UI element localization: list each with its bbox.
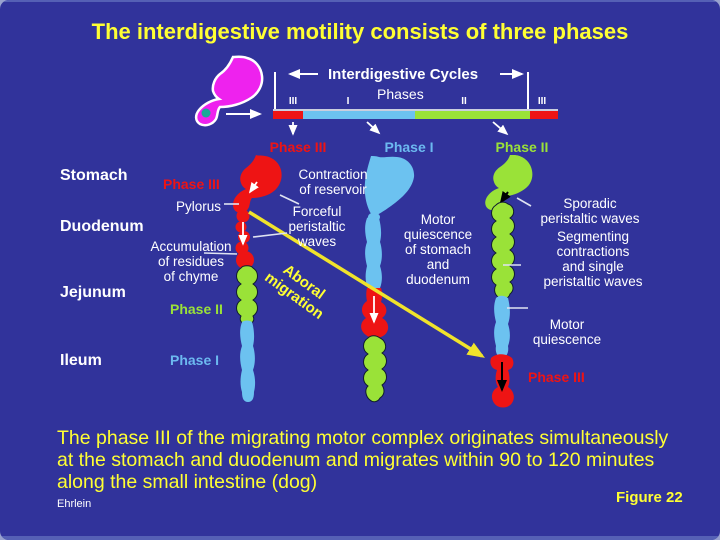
slide-top-border xyxy=(0,0,720,2)
slide-title: The interdigestive motility consists of … xyxy=(91,19,629,44)
bar-segment-phase3b xyxy=(530,111,558,119)
segmenting-annotation: Segmenting contractions and single peris… xyxy=(540,229,646,289)
contraction-line2: of reservoir xyxy=(299,182,367,197)
segmenting-line1: Segmenting xyxy=(556,229,630,244)
sporadic-annotation: Sporadic peristaltic waves xyxy=(537,196,643,226)
forceful-line3: waves xyxy=(297,234,337,249)
jejunum-label: Jejunum xyxy=(60,284,126,301)
pylorus-label: Pylorus xyxy=(176,199,222,214)
phase3-left-label: Phase III xyxy=(163,176,220,192)
accumulation-line2: of residues xyxy=(157,254,225,269)
connector-ticks xyxy=(203,194,532,309)
phase1-left-label: Phase I xyxy=(170,352,220,368)
caption-line2: at the stomach and duodenum and migrates… xyxy=(57,449,655,471)
bar-numeral-3a: III xyxy=(288,96,298,107)
phase2-column-illustration xyxy=(485,155,533,408)
forceful-annotation: Forceful peristaltic waves xyxy=(277,204,357,249)
pylorus-dot-icon xyxy=(201,108,211,118)
bar-numeral-2: II xyxy=(461,96,467,107)
bar-numeral-1: I xyxy=(346,96,350,107)
phase3-top-label: Phase III xyxy=(269,139,327,155)
contraction-annotation: Contraction of reservoir xyxy=(287,167,379,197)
segmenting-line3: and single xyxy=(562,259,624,274)
accumulation-line1: Accumulation xyxy=(150,239,232,254)
motor-right-line1: Motor xyxy=(549,317,585,332)
phase2-top-label: Phase II xyxy=(495,139,549,155)
motor-quiescence-right-annotation: Motor quiescence xyxy=(525,317,609,347)
aboral-migration-arrow-icon xyxy=(248,210,485,358)
phase2-left-label: Phase II xyxy=(170,301,223,317)
bar-segment-phase3 xyxy=(273,111,303,119)
segmenting-line4: peristaltic waves xyxy=(543,274,643,289)
ileum-label: Ileum xyxy=(60,352,102,369)
bar-segment-phase1 xyxy=(303,111,415,119)
accumulation-line3: of chyme xyxy=(163,269,219,284)
motor-mid-line1: Motor xyxy=(420,212,456,227)
sporadic-line2: peristaltic waves xyxy=(540,211,640,226)
motor-quiescence-mid-annotation: Motor quiescence of stomach and duodenum xyxy=(394,212,482,287)
figure-number: Figure 22 xyxy=(616,489,683,506)
phase3-column-illustration xyxy=(233,155,282,402)
phases-subheader: Phases xyxy=(377,86,424,102)
cycle-header: Interdigestive Cycles xyxy=(328,66,479,83)
motor-right-line2: quiescence xyxy=(532,332,602,347)
sporadic-line1: Sporadic xyxy=(563,196,617,211)
author-credit: Ehrlein xyxy=(57,498,92,510)
bar-segment-phase2 xyxy=(415,111,530,119)
motor-mid-line3: of stomach xyxy=(404,242,472,257)
slide-caption: The phase III of the migrating motor com… xyxy=(57,427,668,493)
slide-bottom-border xyxy=(0,536,720,540)
caption-line1: The phase III of the migrating motor com… xyxy=(57,427,669,449)
interdigestive-cycle-bar xyxy=(273,69,558,136)
overview-stomach-illustration xyxy=(194,55,264,127)
phase3-bottom-label: Phase III xyxy=(528,369,585,385)
motor-mid-line2: quiescence xyxy=(403,227,473,242)
duodenum-label: Duodenum xyxy=(60,218,144,235)
segmenting-line2: contractions xyxy=(556,244,630,259)
accumulation-annotation: Accumulation of residues of chyme xyxy=(141,239,241,284)
contraction-line1: Contraction xyxy=(298,167,368,182)
motor-mid-line4: and duodenum xyxy=(406,257,470,287)
forceful-line2: peristaltic xyxy=(288,219,346,234)
forceful-line1: Forceful xyxy=(292,204,342,219)
stomach-label: Stomach xyxy=(60,167,128,184)
bar-numeral-3b: III xyxy=(537,96,547,107)
phase1-top-label: Phase I xyxy=(384,139,434,155)
caption-line3: along the small intestine (dog) xyxy=(57,471,318,493)
phase1-column-illustration xyxy=(361,156,415,403)
